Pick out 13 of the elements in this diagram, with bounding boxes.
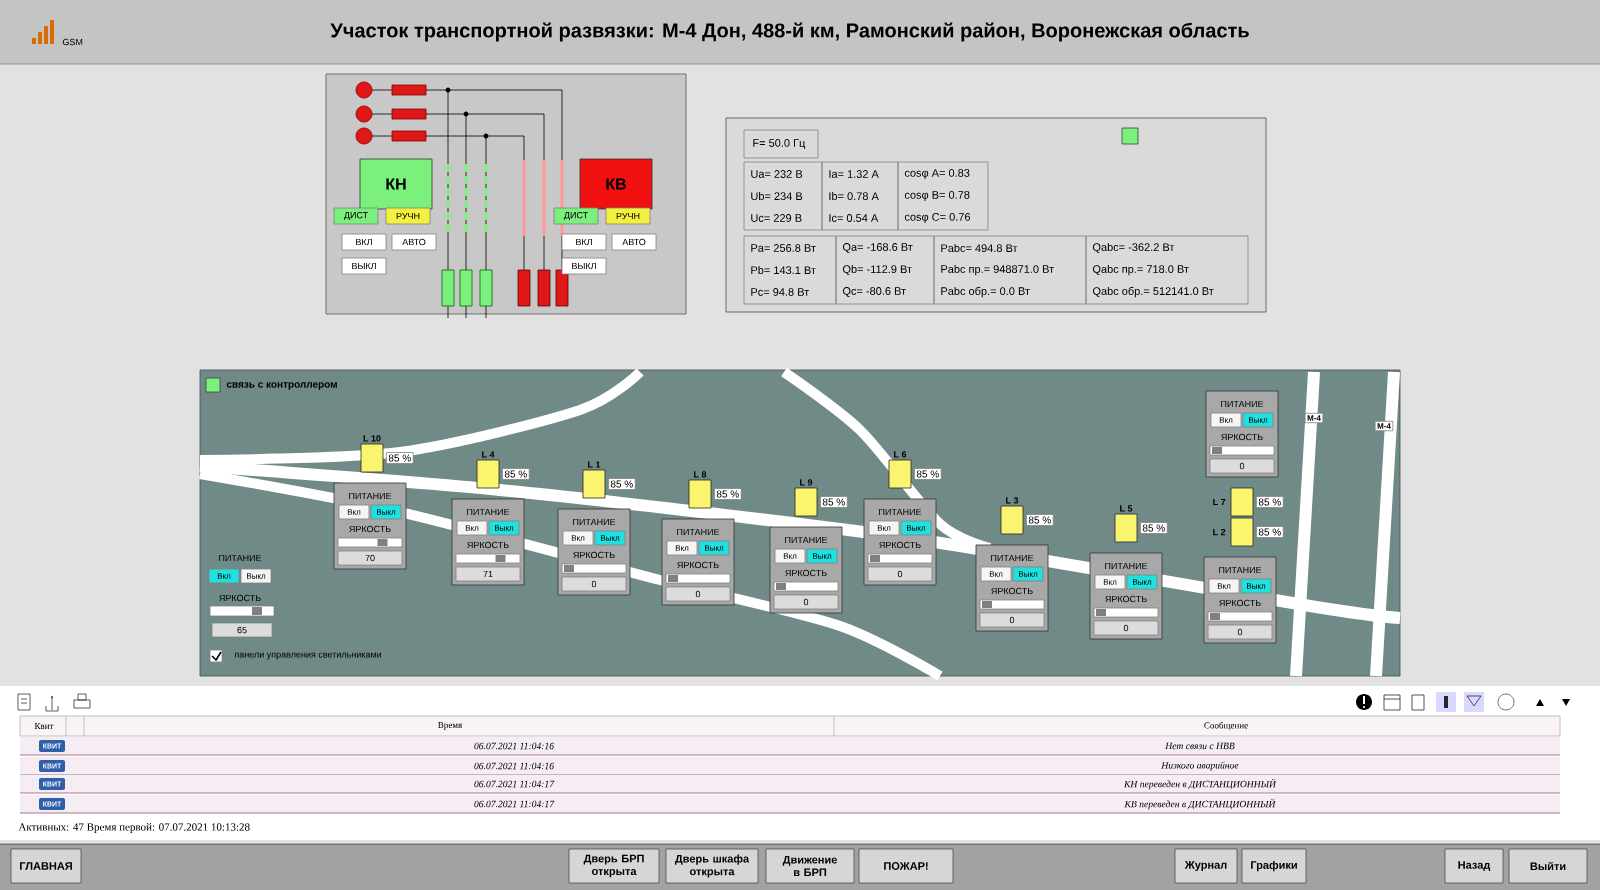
contactor-box: КН <box>359 158 433 210</box>
control-panel <box>1089 552 1163 640</box>
control-panel <box>975 544 1049 632</box>
control-panel <box>863 498 937 586</box>
control-panel <box>333 482 407 570</box>
control-panel <box>557 508 631 596</box>
page-title: Участок транспортной развязки: М-4 Дон, 488-й км, Рамонский район, Воронежская область <box>330 22 1249 42</box>
control-panel <box>1205 390 1279 478</box>
control-panel <box>451 498 525 586</box>
control-panel <box>1203 556 1277 644</box>
control-panel <box>661 518 735 606</box>
control-panel <box>769 526 843 614</box>
contactor-box: КВ <box>579 158 653 210</box>
